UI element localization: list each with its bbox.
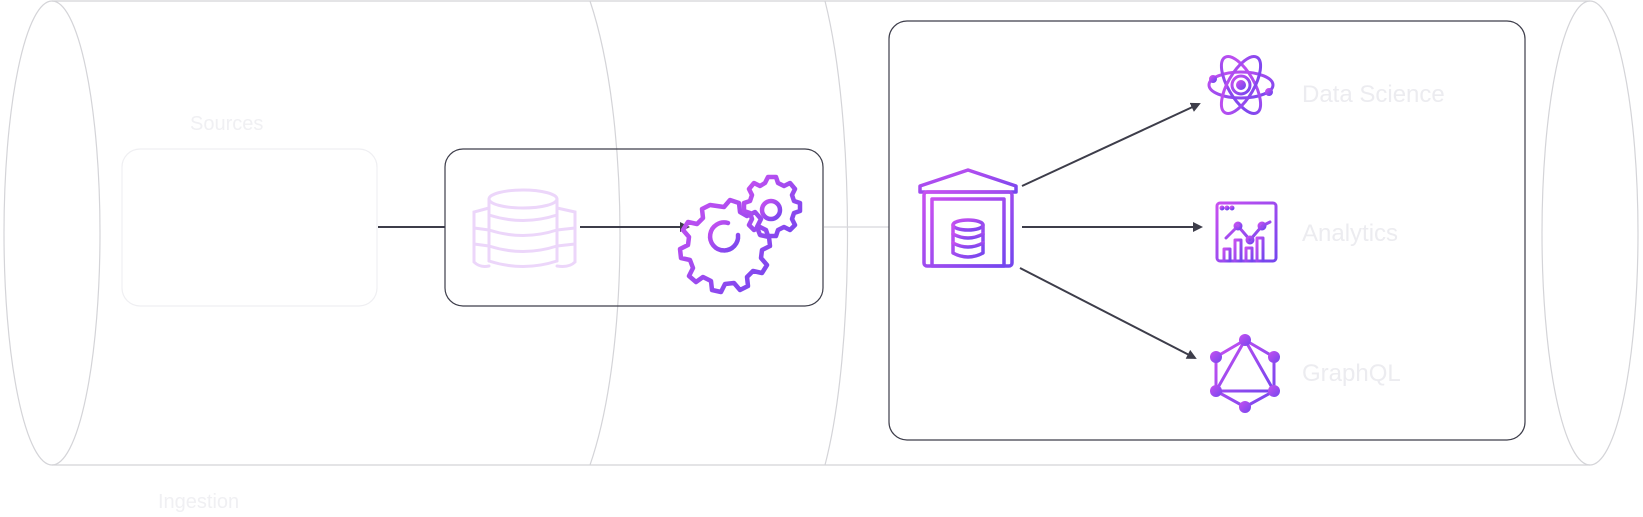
destination-label-graphql: GraphQL [1302, 360, 1401, 387]
bottom-label: Ingestion [158, 491, 239, 513]
processing-box[interactable] [444, 148, 824, 307]
destination-box[interactable] [888, 20, 1526, 441]
pipe-cylinder [3, 0, 1639, 466]
warehouse-icon [918, 168, 1018, 268]
arrow-to-data-science [1021, 102, 1201, 187]
destination-label-data-science: Data Science [1302, 81, 1445, 108]
source-box[interactable] [121, 148, 378, 307]
atom-icon [1207, 55, 1275, 115]
database-stack-icon [472, 188, 577, 268]
graphql-icon [1210, 334, 1280, 413]
gears-icon [677, 174, 803, 295]
top-label: Sources [190, 113, 263, 135]
arrow-to-graphql [1019, 267, 1197, 359]
destination-label-analytics: Analytics [1302, 220, 1398, 247]
analytics-dashboard-icon [1211, 201, 1282, 264]
